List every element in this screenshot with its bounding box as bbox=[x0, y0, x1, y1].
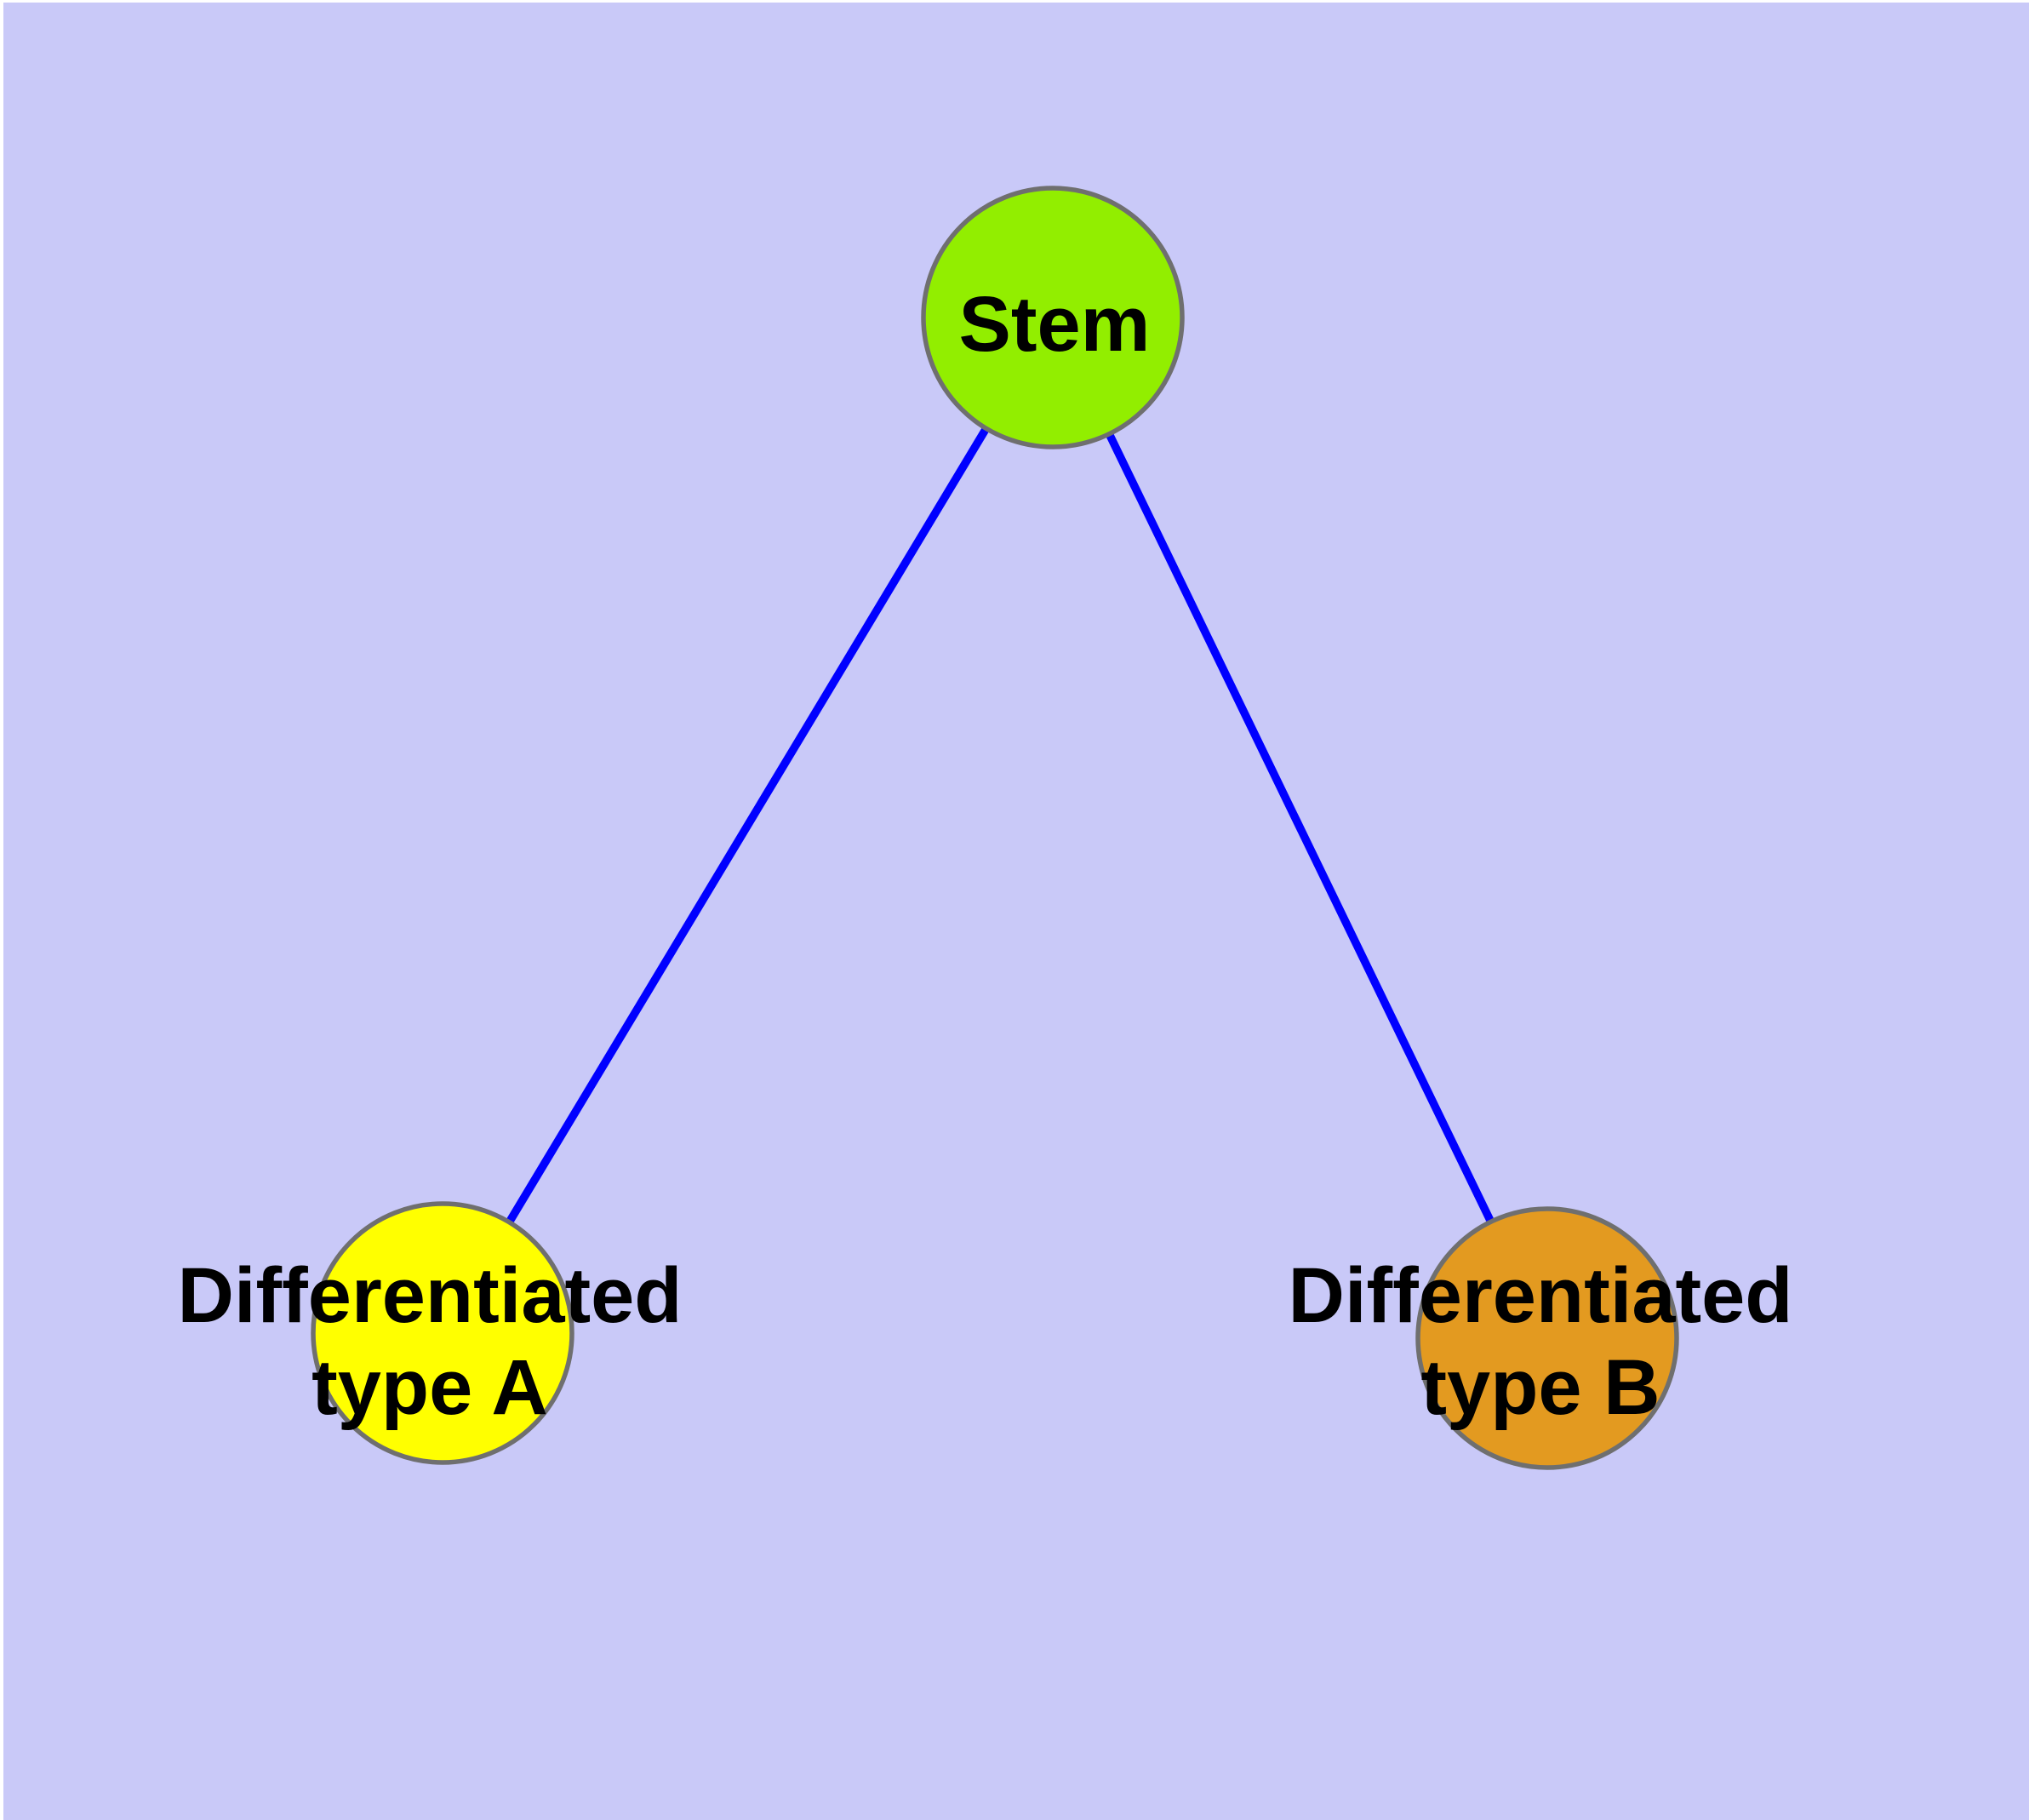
node-type-a-label-line2: type A bbox=[311, 1344, 548, 1431]
node-type-b-label-line2: type B bbox=[1420, 1344, 1660, 1431]
node-type-a-label-line1: Differentiated bbox=[178, 1252, 683, 1339]
node-type-b-label-line1: Differentiated bbox=[1289, 1252, 1793, 1339]
node-stem bbox=[921, 186, 1185, 449]
node-stem-label: Stem bbox=[959, 281, 1151, 368]
edge-stem-to-type-b bbox=[1049, 315, 1552, 1341]
node-differentiated-type-b bbox=[1415, 1206, 1679, 1470]
node-differentiated-type-a bbox=[311, 1201, 574, 1465]
edge-stem-to-type-a bbox=[438, 315, 1057, 1336]
